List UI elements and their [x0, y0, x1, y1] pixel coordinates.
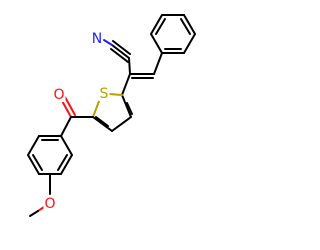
methyl-bond: [29, 210, 39, 217]
nitrile-bond-blue-segment: [103, 39, 113, 46]
phenyl-bond-2: [150, 14, 163, 35]
anisyl-bond-2: [60, 154, 73, 175]
carbonyl-oxygen-label: O: [52, 87, 66, 103]
anisyl-inner-double-2: [32, 154, 43, 171]
thiophene-inner-double-1: [126, 102, 133, 115]
thiophene-c3-c4-bond: [111, 116, 132, 132]
thiophene-s1-c2-bond: [108, 93, 123, 96]
nitrile-bond-dark-segment: [111, 44, 130, 59]
anisyl-inner-double-1: [57, 154, 68, 171]
carbonyl-bond-2: [64, 96, 76, 116]
phenyl-inner-double-1: [155, 18, 166, 35]
nitrogen-atom-label: N: [90, 31, 104, 47]
molecule-drawing: [27, 14, 196, 217]
thiophene-inner-double-2: [95, 116, 109, 127]
thiophene-c4-c5-bond: [92, 116, 113, 132]
phenyl-bond-5: [183, 33, 196, 54]
anisyl-bond-4: [27, 154, 40, 175]
vinyl-bond: [128, 57, 131, 75]
sulfur-atom-label: S: [98, 86, 110, 102]
structure-canvas: N S O O: [27, 14, 196, 217]
anisyl-bond-1: [60, 135, 73, 156]
thiophene-c2-c3-bond: [121, 94, 132, 118]
phenyl-bond-4: [183, 14, 196, 35]
carbonyl-bond-1: [60, 98, 72, 118]
nitrile-parallel-bond-1: [110, 48, 129, 63]
aryl-attachment-bond: [60, 116, 72, 137]
thiophene-attachment-bond: [121, 73, 131, 96]
nitrile-parallel-bond-2: [112, 40, 131, 55]
phenyl-attachment-bond: [153, 52, 163, 75]
anisyl-bond-5: [27, 135, 40, 156]
phenyl-inner-double-2: [180, 18, 191, 35]
phenyl-bond-1: [150, 33, 163, 54]
ether-oxygen-label: O: [43, 196, 57, 212]
